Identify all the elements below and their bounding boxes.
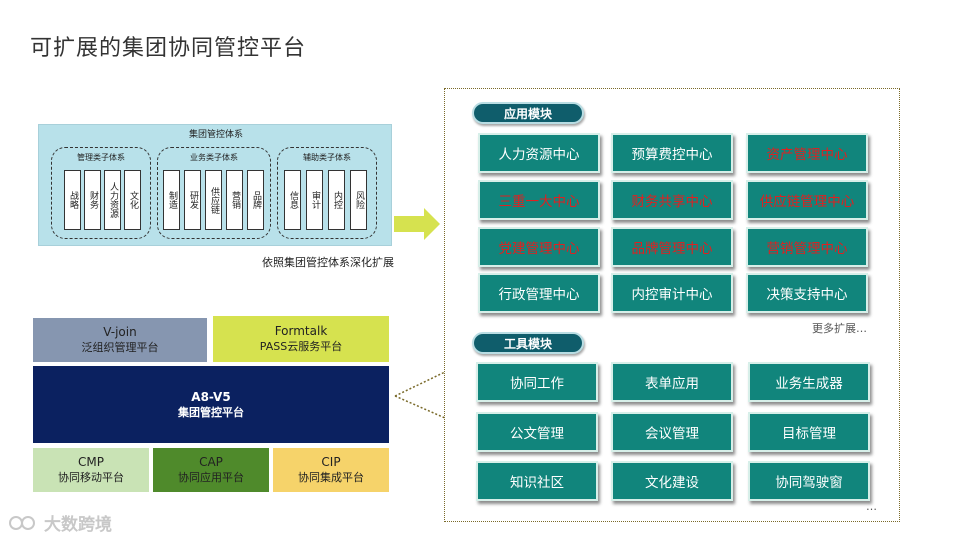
platform-name: CAP: [199, 455, 223, 469]
module-three-one-center[interactable]: 三重一大中心: [478, 180, 600, 220]
tool-label: 会议管理: [645, 426, 699, 442]
module-label: 财务共享中心: [631, 194, 713, 210]
platform-vjoin: V-join 泛组织管理平台: [33, 318, 207, 362]
connector-lines: [394, 371, 446, 419]
module-label: 品牌管理中心: [631, 241, 713, 257]
module-supply-chain-center[interactable]: 供应链管理中心: [746, 180, 868, 220]
expansion-caption: 依照集团管控体系深化扩展: [262, 256, 394, 269]
subgroup-auxiliary: 辅助类子体系 信息 审计 内控 风险: [277, 147, 377, 239]
module-decision-center[interactable]: 决策支持中心: [746, 273, 868, 313]
tool-form-app[interactable]: 表单应用: [611, 362, 733, 402]
system-cell: 人力资源: [104, 170, 121, 230]
platform-name: V-join: [103, 325, 137, 339]
platform-name: Formtalk: [274, 324, 328, 338]
subgroup-business: 业务类子体系 制造 研发 供应链 营销 品牌: [157, 147, 271, 239]
module-hr-center[interactable]: 人力资源中心: [478, 133, 600, 173]
group-control-system-diagram: 集团管控体系 管理类子体系 战略 财务 人力资源 文化 业务类子体系 制造 研发…: [38, 124, 392, 246]
module-panel: [444, 88, 900, 522]
tool-label: 业务生成器: [775, 376, 843, 392]
system-cell: 品牌: [247, 170, 264, 230]
tool-label: 文化建设: [645, 475, 699, 491]
arrow-right-icon: [394, 208, 440, 240]
tool-label: 协同工作: [510, 376, 564, 392]
tool-business-generator[interactable]: 业务生成器: [748, 362, 870, 402]
system-cell: 供应链: [205, 170, 222, 230]
module-label: 决策支持中心: [766, 287, 848, 303]
module-marketing-center[interactable]: 营销管理中心: [746, 227, 868, 267]
tool-label: 目标管理: [782, 426, 836, 442]
platform-name: CMP: [78, 455, 104, 469]
platform-desc: 集团管控平台: [178, 405, 244, 419]
platform-desc: 协同移动平台: [58, 471, 124, 484]
module-label: 预算费控中心: [631, 147, 713, 163]
module-label: 内控审计中心: [631, 287, 713, 303]
platform-cmp: CMP 协同移动平台: [33, 448, 149, 492]
module-admin-center[interactable]: 行政管理中心: [478, 273, 600, 313]
subgroup-title: 辅助类子体系: [303, 153, 351, 162]
tool-collab-work[interactable]: 协同工作: [476, 362, 598, 402]
system-cell: 财务: [84, 170, 101, 230]
logo-text: 大数跨境: [44, 515, 112, 535]
module-brand-center[interactable]: 品牌管理中心: [611, 227, 733, 267]
watermark-logo: 大数跨境: [8, 510, 112, 535]
tool-meeting-mgmt[interactable]: 会议管理: [611, 412, 733, 452]
platform-desc: 协同应用平台: [178, 471, 244, 484]
platform-desc: 协同集成平台: [298, 471, 364, 484]
module-label: 行政管理中心: [498, 287, 580, 303]
platform-formtalk: Formtalk PASS云服务平台: [213, 316, 389, 362]
system-cell: 营销: [226, 170, 243, 230]
more-expansion: 更多扩展…: [812, 322, 867, 335]
tool-more: …: [866, 500, 877, 513]
module-label: 党建管理中心: [498, 241, 580, 257]
system-cell: 信息: [284, 170, 301, 230]
subgroup-title: 管理类子体系: [77, 153, 125, 162]
platform-cip: CIP 协同集成平台: [273, 448, 389, 492]
system-cell: 制造: [163, 170, 180, 230]
platform-desc: PASS云服务平台: [259, 340, 343, 353]
platform-name: A8-V5: [191, 389, 231, 404]
platform-a8: A8-V5 集团管控平台: [33, 366, 389, 443]
tool-culture-building[interactable]: 文化建设: [611, 461, 733, 501]
system-cell: 战略: [64, 170, 81, 230]
system-cell: 审计: [306, 170, 323, 230]
system-title: 集团管控体系: [188, 130, 243, 140]
system-cell: 风险: [350, 170, 367, 230]
platform-desc: 泛组织管理平台: [81, 341, 159, 354]
tool-label: 知识社区: [510, 475, 564, 491]
page-title: 可扩展的集团协同管控平台: [30, 36, 307, 61]
module-party-center[interactable]: 党建管理中心: [478, 227, 600, 267]
module-label: 营销管理中心: [766, 241, 848, 257]
app-modules-label: 应用模块: [472, 102, 584, 124]
module-label: 人力资源中心: [498, 147, 580, 163]
system-cell: 内控: [328, 170, 345, 230]
logo-icon: [9, 515, 35, 530]
subgroup-title: 业务类子体系: [190, 153, 238, 162]
tool-knowledge-community[interactable]: 知识社区: [476, 461, 598, 501]
module-audit-center[interactable]: 内控审计中心: [611, 273, 733, 313]
tool-label: 表单应用: [645, 376, 699, 392]
system-cell: 文化: [124, 170, 141, 230]
module-finance-share-center[interactable]: 财务共享中心: [611, 180, 733, 220]
tool-label: 协同驾驶窗: [775, 475, 843, 491]
subgroup-management: 管理类子体系 战略 财务 人力资源 文化: [51, 147, 151, 239]
module-label: 资产管理中心: [766, 147, 848, 163]
module-label: 三重一大中心: [498, 194, 580, 210]
tool-cockpit[interactable]: 协同驾驶窗: [748, 461, 870, 501]
platform-name: CIP: [321, 455, 341, 469]
system-cell: 研发: [184, 170, 201, 230]
tool-document-mgmt[interactable]: 公文管理: [476, 412, 598, 452]
module-budget-center[interactable]: 预算费控中心: [611, 133, 733, 173]
tool-label: 公文管理: [510, 426, 564, 442]
tool-goal-mgmt[interactable]: 目标管理: [748, 412, 870, 452]
module-label: 供应链管理中心: [759, 194, 855, 210]
module-asset-center[interactable]: 资产管理中心: [746, 133, 868, 173]
platform-cap: CAP 协同应用平台: [153, 448, 269, 492]
tool-modules-label: 工具模块: [472, 332, 584, 354]
